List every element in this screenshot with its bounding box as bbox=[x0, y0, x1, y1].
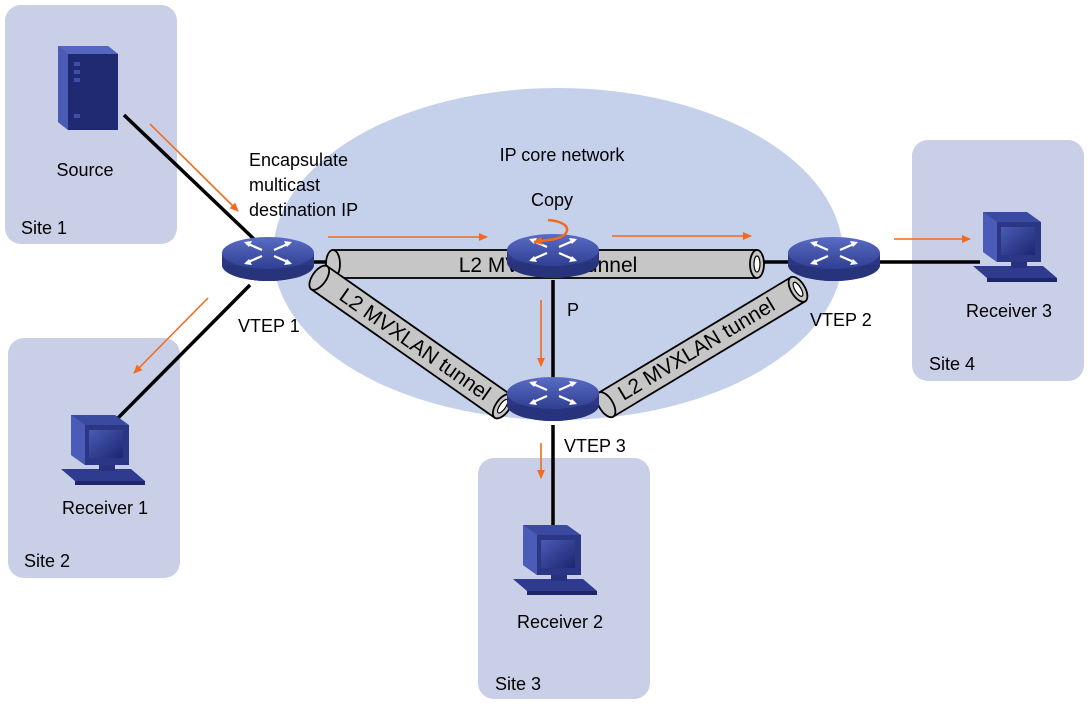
site-4-label: Site 4 bbox=[929, 354, 975, 374]
router-icon-vtep1 bbox=[220, 235, 316, 283]
multicast-flow-arrows bbox=[133, 123, 971, 479]
source-label: Source bbox=[56, 160, 113, 180]
router-icon-vtep2 bbox=[786, 235, 882, 283]
site-1-label: Site 1 bbox=[21, 218, 67, 238]
site-3-label: Site 3 bbox=[495, 674, 541, 694]
receiver1-label: Receiver 1 bbox=[62, 498, 148, 518]
ip-core-network-label: IP core network bbox=[500, 145, 626, 165]
encap-line-2: multicast bbox=[249, 175, 320, 195]
tunnel-right bbox=[595, 275, 809, 419]
router-icon-vtep3 bbox=[505, 375, 601, 423]
site-2-label: Site 2 bbox=[24, 551, 70, 571]
vtep3-label: VTEP 3 bbox=[564, 436, 626, 456]
vtep2-label: VTEP 2 bbox=[810, 310, 872, 330]
p-label: P bbox=[567, 300, 579, 320]
vtep1-label: VTEP 1 bbox=[238, 316, 300, 336]
receiver3-label: Receiver 3 bbox=[966, 301, 1052, 321]
tunnel-left bbox=[308, 264, 514, 420]
encap-line-1: Encapsulate bbox=[249, 150, 348, 170]
encap-line-3: destination IP bbox=[249, 200, 358, 220]
receiver2-label: Receiver 2 bbox=[517, 612, 603, 632]
server-icon bbox=[58, 46, 118, 130]
copy-label: Copy bbox=[531, 190, 573, 210]
copy-arrow bbox=[533, 218, 569, 245]
